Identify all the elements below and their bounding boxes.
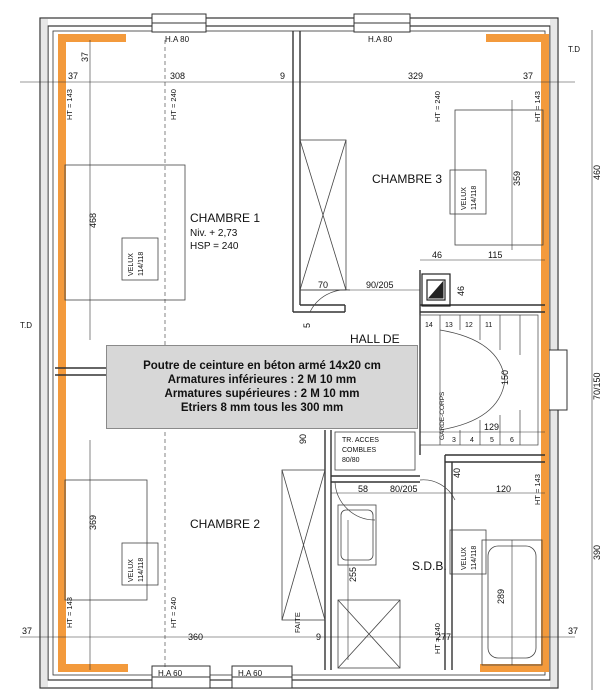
velux-2-size: 114/118 (138, 558, 145, 582)
dim-70: 70 (318, 280, 328, 290)
room-label-chambre-1: CHAMBRE 1 (190, 211, 260, 225)
dim-37-top-left: 37 (80, 52, 90, 62)
td-top: T.D (568, 45, 580, 54)
dim-90-205: 90/205 (366, 280, 394, 290)
window-labels: H.A 80 H.A 80 H.A 60 H.A 60 T.D T.D (20, 35, 580, 678)
window-label-3: H.A 60 (158, 669, 183, 678)
dim-40: 40 (452, 468, 462, 478)
velux-4-size: 114/118 (471, 546, 478, 570)
beam-note-line2: Armatures inférieures : 2 M 10 mm (167, 374, 357, 386)
dim-9-bottom: 9 (316, 632, 321, 642)
room-label-chambre-2: CHAMBRE 2 (190, 517, 260, 531)
dim-359: 359 (512, 171, 522, 186)
dim-37-c: 37 (22, 626, 32, 636)
room-label-hall: HALL DE (350, 332, 400, 346)
velux-labels: VELUX 114/118 VELUX 114/118 VELUX 114/11… (128, 186, 478, 582)
dim-58: 58 (358, 484, 368, 494)
velux-windows (121, 169, 487, 586)
velux-1-size: 114/118 (138, 252, 145, 276)
room-label-chambre-3: CHAMBRE 3 (372, 172, 442, 186)
ht-240-br: HT = 240 (433, 623, 442, 654)
td-left: T.D (20, 321, 32, 330)
level-hsp: HSP = 240 (190, 241, 239, 252)
stair-step-13: 13 (445, 322, 453, 329)
dim-37-d: 37 (568, 626, 578, 636)
chimney (421, 273, 451, 307)
dim-460: 460 (592, 165, 602, 180)
dim-150: 150 (500, 370, 510, 385)
beam-note-box: Poutre de ceinture en béton armé 14x20 c… (106, 345, 418, 429)
velux-4-label: VELUX (461, 547, 468, 570)
beam-note-line4: Etriers 8 mm tous les 300 mm (180, 402, 344, 414)
dim-360: 360 (188, 632, 203, 642)
beds (64, 109, 544, 601)
ht-143-tr: HT = 143 (533, 91, 542, 122)
dim-129: 129 (484, 422, 499, 432)
window-label-2: H.A 80 (368, 35, 393, 44)
dim-70-150: 70/150 (592, 372, 602, 400)
ht-143-tl: HT = 143 (65, 89, 74, 120)
dim-255: 255 (348, 567, 358, 582)
faite-label: FAITE (293, 612, 302, 633)
level-niv: Niv. + 2,73 (190, 228, 238, 239)
interior-walls (55, 31, 545, 670)
dim-120: 120 (496, 484, 511, 494)
dim-5: 5 (302, 323, 312, 328)
velux-1-label: VELUX (128, 253, 135, 276)
stair-step-12: 12 (465, 322, 473, 329)
tr-acces-line2: COMBLES (342, 447, 377, 454)
dim-468: 468 (88, 213, 98, 228)
windows (151, 13, 568, 689)
tr-acces-line3: 80/80 (342, 457, 360, 464)
dim-369: 369 (88, 515, 98, 530)
stair-step-14: 14 (425, 322, 433, 329)
room-label-sdb: S.D.B. (412, 559, 447, 573)
velux-3-size: 114/118 (471, 186, 478, 210)
beam-note-line1: Poutre de ceinture en béton armé 14x20 c… (143, 360, 381, 372)
dimension-labels: 37 37 308 9 329 37 460 468 359 46 115 70… (22, 52, 602, 642)
tr-acces-line1: TR. ACCES (342, 437, 379, 444)
stair-labels: 14 13 12 11 3 4 5 6 GARDE-CORPS (425, 322, 514, 444)
dim-329: 329 (408, 71, 423, 81)
dim-390: 390 (592, 545, 602, 560)
stair-step-4: 4 (470, 437, 474, 444)
attic-hatch-labels: TR. ACCES COMBLES 80/80 (342, 437, 379, 464)
dim-80-205: 80/205 (390, 484, 418, 494)
dim-37-b: 37 (523, 71, 533, 81)
window-label-1: H.A 80 (165, 35, 190, 44)
dim-9-top: 9 (280, 71, 285, 81)
ht-240-bl: HT = 240 (169, 597, 178, 628)
insulation-outline (58, 34, 549, 672)
ht-143-bl: HT = 143 (65, 597, 74, 628)
garde-corps-label: GARDE-CORPS (439, 391, 446, 440)
stair-step-11: 11 (485, 322, 492, 329)
dim-115: 115 (488, 250, 502, 260)
staircase (419, 314, 539, 446)
window-label-4: H.A 60 (238, 669, 263, 678)
dim-46: 46 (432, 250, 442, 260)
dim-37-a: 37 (68, 71, 78, 81)
beam-note-line3: Armatures supérieures : 2 M 10 mm (164, 388, 360, 400)
attic-hatch (334, 431, 416, 471)
ht-240-tr: HT = 240 (433, 91, 442, 122)
dim-46-b: 46 (456, 286, 466, 296)
velux-2-label: VELUX (128, 559, 135, 582)
ht-143-br: HT = 143 (533, 474, 542, 505)
dim-277: 277 (436, 632, 451, 642)
stair-step-5: 5 (490, 437, 494, 444)
stair-step-6: 6 (510, 437, 514, 444)
dim-289: 289 (496, 589, 506, 604)
velux-3-label: VELUX (461, 187, 468, 210)
stair-step-3: 3 (452, 437, 456, 444)
dim-308: 308 (170, 71, 185, 81)
ht-240-tl: HT = 240 (169, 89, 178, 120)
room-labels: CHAMBRE 1 CHAMBRE 2 CHAMBRE 3 HALL DE S.… (190, 172, 447, 573)
dim-90: 90 (298, 434, 308, 444)
height-marks: HT = 143 HT = 240 HT = 240 HT = 143 HT =… (65, 89, 542, 654)
